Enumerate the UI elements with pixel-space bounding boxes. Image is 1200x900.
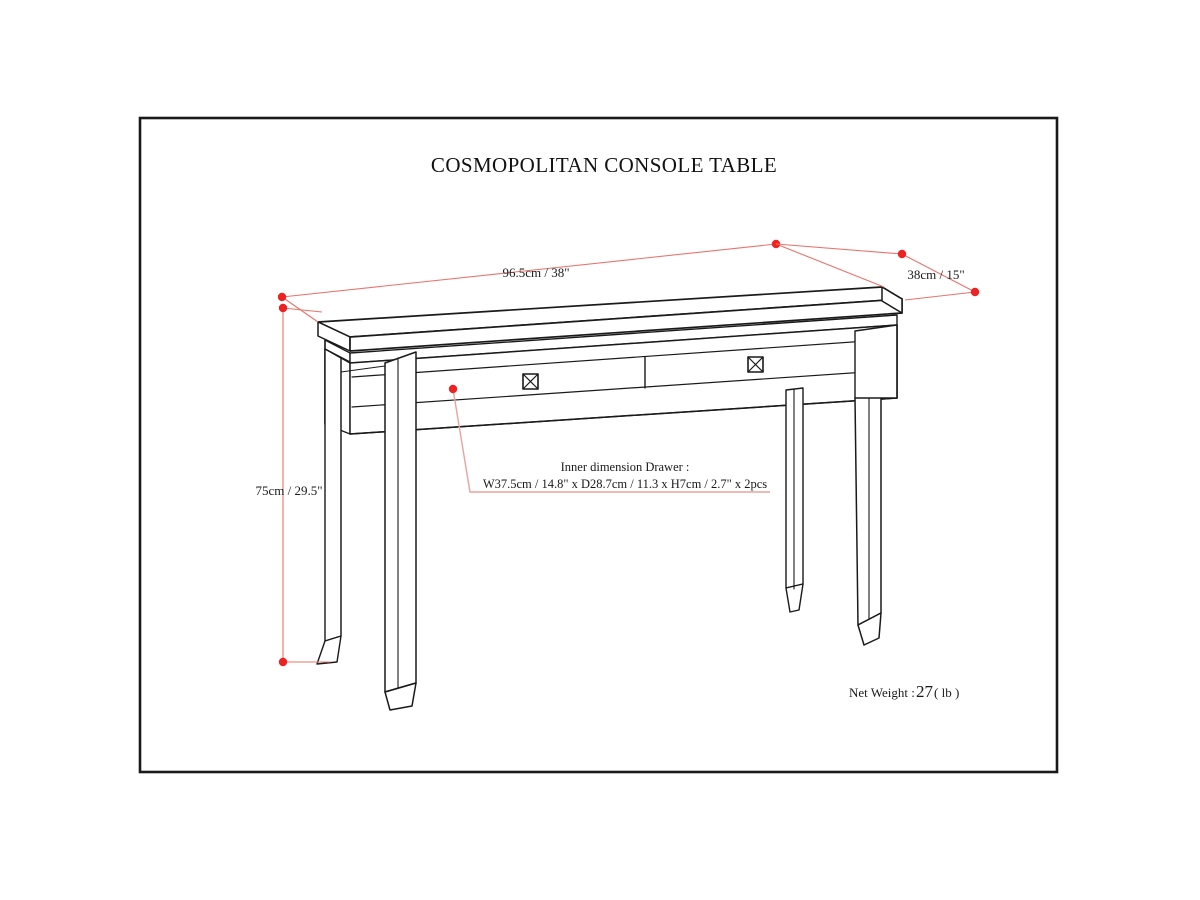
width-dimension-label: 96.5cm / 38" xyxy=(502,265,569,280)
dimension-depth: 38cm / 15" xyxy=(775,243,980,301)
net-weight-block: Net Weight : 27 ( lb ) xyxy=(849,682,959,701)
depth-extension-upper xyxy=(775,243,903,255)
apron-bottom-edge xyxy=(349,397,898,435)
net-weight-label: Net Weight : xyxy=(849,685,915,700)
leg-rear-left-body xyxy=(324,348,342,642)
width-marker-left xyxy=(277,292,287,302)
depth-marker-lower xyxy=(970,287,980,297)
leg-rear-right xyxy=(785,387,804,613)
leg-rear-left-foot xyxy=(316,635,342,665)
drawer-knob-left xyxy=(522,373,539,390)
height-marker-bottom xyxy=(278,657,288,667)
width-extension-right xyxy=(775,243,885,288)
callout-line-1: Inner dimension Drawer : xyxy=(561,460,690,474)
callout-marker xyxy=(448,384,458,394)
depth-dimension-line xyxy=(901,253,976,293)
back-rail-hint xyxy=(340,365,386,373)
leg-front-right-body xyxy=(854,393,882,626)
leg-front-left-foot-line xyxy=(384,682,417,693)
width-dimension-line xyxy=(281,243,777,298)
callout-leader-line xyxy=(452,388,770,493)
depth-extension-lower xyxy=(904,291,976,301)
leg-rear-right-foot xyxy=(785,583,804,613)
tabletop-right-edge xyxy=(881,286,903,314)
drawer-top-reveal-line xyxy=(351,338,896,378)
drawing-frame-border xyxy=(138,116,1059,774)
height-extension-top xyxy=(282,307,323,313)
drawer-knob-right xyxy=(747,356,764,373)
leg-rear-left xyxy=(316,348,342,665)
dimension-height: 75cm / 29.5" xyxy=(255,303,330,667)
drawer-callout: Inner dimension Drawer : W37.5cm / 14.8"… xyxy=(448,384,770,493)
depth-dimension-label: 38cm / 15" xyxy=(907,267,964,282)
leg-front-right-foot xyxy=(857,612,882,646)
depth-marker-upper xyxy=(897,249,907,259)
height-dimension-label: 75cm / 29.5" xyxy=(255,483,322,498)
net-weight-value: 27 xyxy=(916,682,934,701)
console-table-illustration xyxy=(316,286,903,711)
knob-cross-b xyxy=(522,373,539,390)
callout-line-2: W37.5cm / 14.8" x D28.7cm / 11.3 x H7cm … xyxy=(483,477,767,491)
leg-front-left xyxy=(384,351,417,711)
leg-front-right xyxy=(854,393,882,646)
net-weight-unit: ( lb ) xyxy=(934,685,959,700)
height-marker-top xyxy=(278,303,288,313)
drawer-bottom-reveal-line xyxy=(351,369,896,408)
page-title: COSMOPOLITAN CONSOLE TABLE xyxy=(431,153,777,177)
leg-front-left-body xyxy=(384,351,417,693)
dimension-width: 96.5cm / 38" xyxy=(277,239,885,323)
knob-cross-b xyxy=(747,356,764,373)
side-apron-right xyxy=(854,324,898,399)
